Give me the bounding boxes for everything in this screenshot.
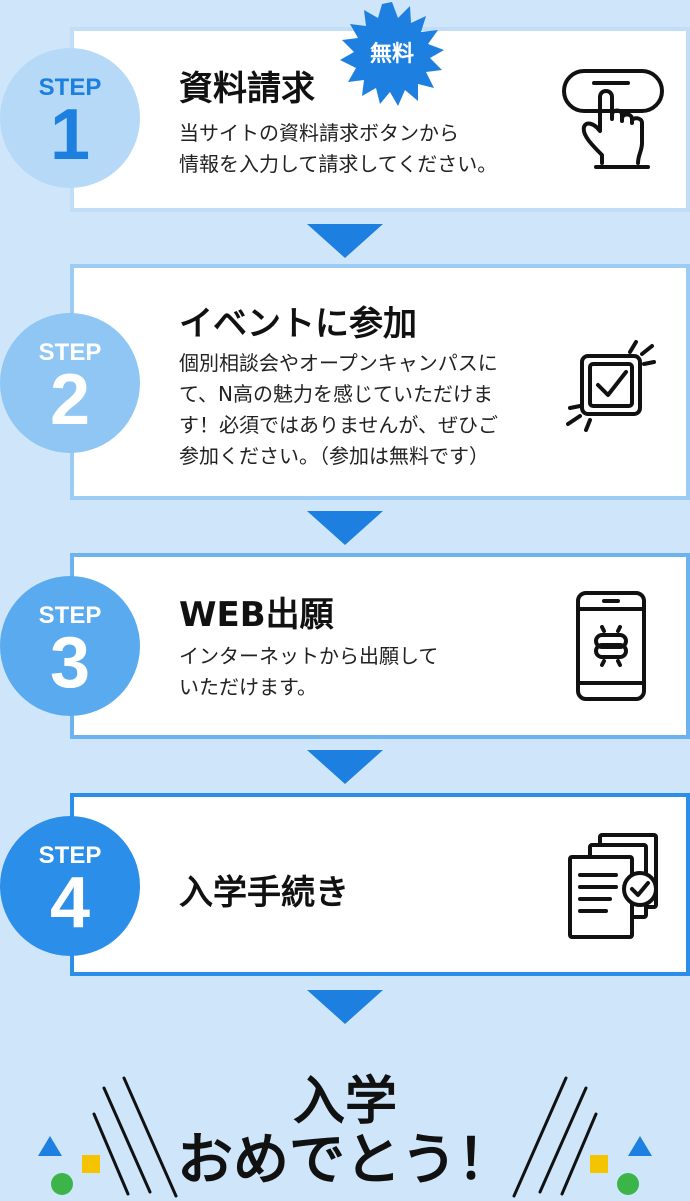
step-2-description: 個別相談会やオープンキャンパスに て、N高の魅力を感じていただけま す！必須では… xyxy=(179,351,498,468)
step-4-title: 入学手続き xyxy=(179,873,349,913)
step-3-card: WEB出願 インターネットから出願して いただけます。 xyxy=(70,553,690,739)
step-2-title: イベントに参加 xyxy=(179,304,417,344)
down-arrow-icon xyxy=(307,990,383,1024)
step-1-number: 1 xyxy=(49,95,91,175)
free-badge: 無料 xyxy=(340,2,444,106)
down-arrow-icon xyxy=(307,750,383,784)
down-arrow-icon xyxy=(307,511,383,545)
confetti-decoration xyxy=(38,1076,652,1198)
step-1-title: 資料請求 xyxy=(179,69,315,109)
step-4-card: 入学手続き xyxy=(70,793,690,976)
step-4-number: 4 xyxy=(49,863,91,943)
step-1-label: STEP xyxy=(38,74,102,101)
step-2-badge-circle: STEP 2 xyxy=(0,313,140,453)
step-3-label: STEP xyxy=(38,602,102,629)
finale-line-1: 入学 xyxy=(292,1072,397,1132)
checkbox-burst-icon xyxy=(556,330,666,440)
step-3-title: WEB出願 xyxy=(179,595,334,635)
congratulations-section: 入学 おめでとう！ xyxy=(0,1060,690,1201)
hand-press-button-icon xyxy=(556,63,666,173)
step-2-label: STEP xyxy=(38,339,102,366)
down-arrow-icon xyxy=(307,224,383,258)
step-2-card: イベントに参加 個別相談会やオープンキャンパスに て、N高の魅力を感じていただけ… xyxy=(70,264,690,500)
step-1-badge-circle: STEP 1 xyxy=(0,48,140,188)
starburst-icon xyxy=(340,2,444,106)
step-3-number: 3 xyxy=(49,623,91,703)
step-3-badge-circle: STEP 3 xyxy=(0,576,140,716)
step-4-label: STEP xyxy=(38,842,102,869)
step-4-badge-circle: STEP 4 xyxy=(0,816,140,956)
finale-line-2: おめでとう！ xyxy=(177,1128,513,1193)
free-badge-label: 無料 xyxy=(369,42,414,67)
step-2-number: 2 xyxy=(49,360,91,440)
smartphone-link-icon xyxy=(556,591,666,701)
documents-check-icon xyxy=(556,831,666,941)
step-1-description: 当サイトの資料請求ボタンから 情報を入力して請求してください。 xyxy=(179,121,498,176)
step-3-description: インターネットから出願して いただけます。 xyxy=(179,644,439,699)
